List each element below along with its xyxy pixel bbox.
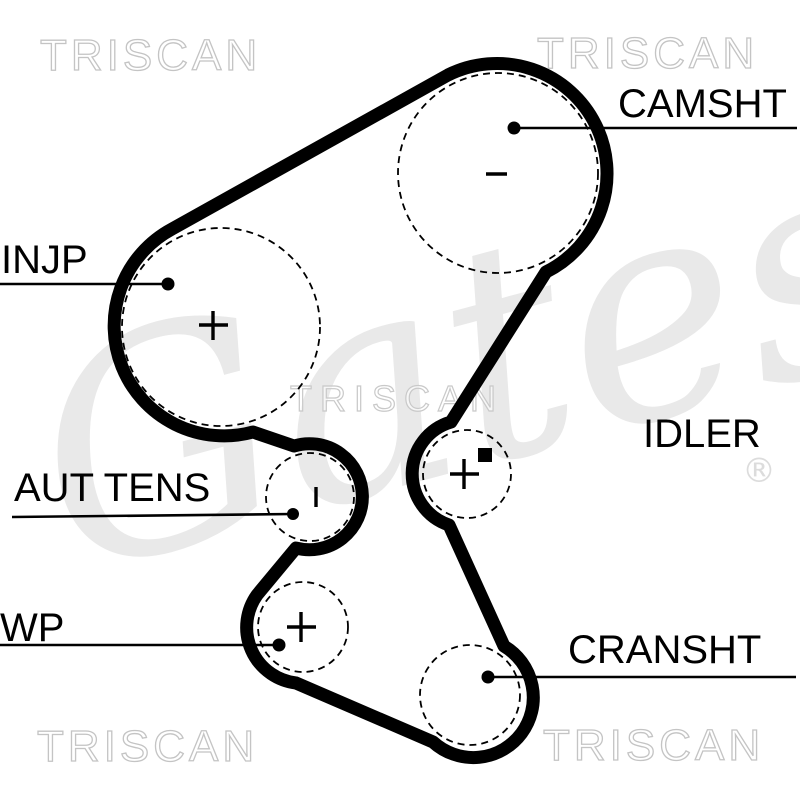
- water-pump-callout-dot: [272, 638, 286, 652]
- water-pump-plus-marker: [287, 612, 316, 642]
- water-pump-label: WP: [0, 606, 64, 650]
- timing-belt-path: [107, 56, 614, 765]
- camshaft-callout-dot: [507, 121, 521, 135]
- tensioner-callout-line: [11, 512, 294, 519]
- triscan-watermark-bottom-left: TRISCAN: [37, 722, 258, 771]
- idler-label: IDLER: [643, 412, 761, 456]
- idler-pulley-circle: [422, 429, 512, 519]
- idler-plus-marker: [450, 459, 479, 489]
- injection-pump-plus-marker: [199, 311, 228, 340]
- pulleys: [121, 72, 599, 746]
- component-labels: CAMSHT INJP AUT TENS WP IDLER CRANSHT: [0, 82, 787, 672]
- triscan-watermark-top-left: TRISCAN: [40, 31, 261, 80]
- camshaft-pulley-circle: [397, 72, 599, 274]
- water-pump-pulley-circle: [257, 581, 349, 673]
- registered-trademark-icon: ®: [742, 451, 776, 491]
- idler-square-marker: [478, 448, 492, 462]
- triscan-watermark-bottom-right: TRISCAN: [543, 721, 764, 770]
- crankshaft-callout-dot: [481, 670, 495, 684]
- tensioner-pulley-circle: [265, 452, 355, 542]
- triscan-watermark-top-right: TRISCAN: [537, 29, 758, 78]
- triscan-watermarks: TRISCAN TRISCAN TRISCAN TRISCAN TRISCAN: [36, 28, 764, 771]
- injection-pump-callout-dot: [161, 277, 175, 291]
- callout-lines: [0, 121, 797, 684]
- camshaft-label: CAMSHT: [618, 82, 787, 126]
- crankshaft-label: CRANSHT: [568, 628, 761, 672]
- injection-pump-label: INJP: [1, 238, 88, 282]
- tensioner-label: AUT TENS: [14, 466, 210, 510]
- injection-pump-pulley-circle: [121, 227, 321, 427]
- pulley-markers: [199, 172, 507, 642]
- crankshaft-pulley-circle: [419, 644, 521, 746]
- tensioner-callout-dot: [287, 508, 299, 520]
